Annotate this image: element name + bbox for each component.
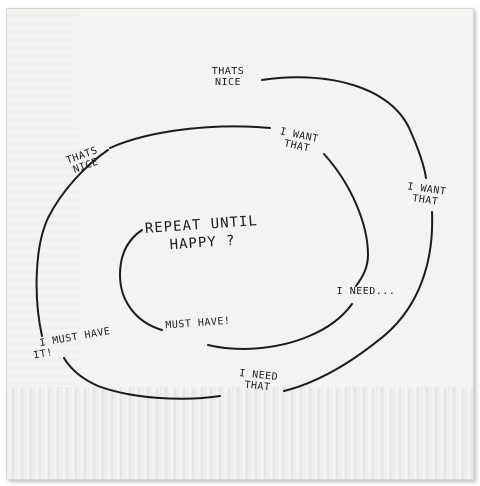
label-middle-i-need: I NEED... [326, 286, 406, 297]
spiral-segment-middle-right [323, 153, 369, 287]
spiral-segment-outer-left [35, 149, 109, 337]
spiral-segment-outer-right [283, 211, 434, 392]
spiral-segment-outer-bottom [63, 357, 221, 400]
napkin-embossed-edge-bottom [7, 387, 473, 479]
label-line: NICE [214, 77, 242, 88]
label-line: THATS [211, 66, 245, 77]
spiral-segment-middle-bottom [207, 303, 353, 350]
spiral-segment-middle-top [109, 125, 271, 149]
spiral-segment-outer-top-right [261, 76, 427, 179]
napkin [6, 8, 474, 480]
spiral-segment-inner [119, 229, 163, 331]
label-line: I NEED... [336, 286, 396, 297]
label-outer-thats-nice: THATS NICE [200, 66, 256, 88]
